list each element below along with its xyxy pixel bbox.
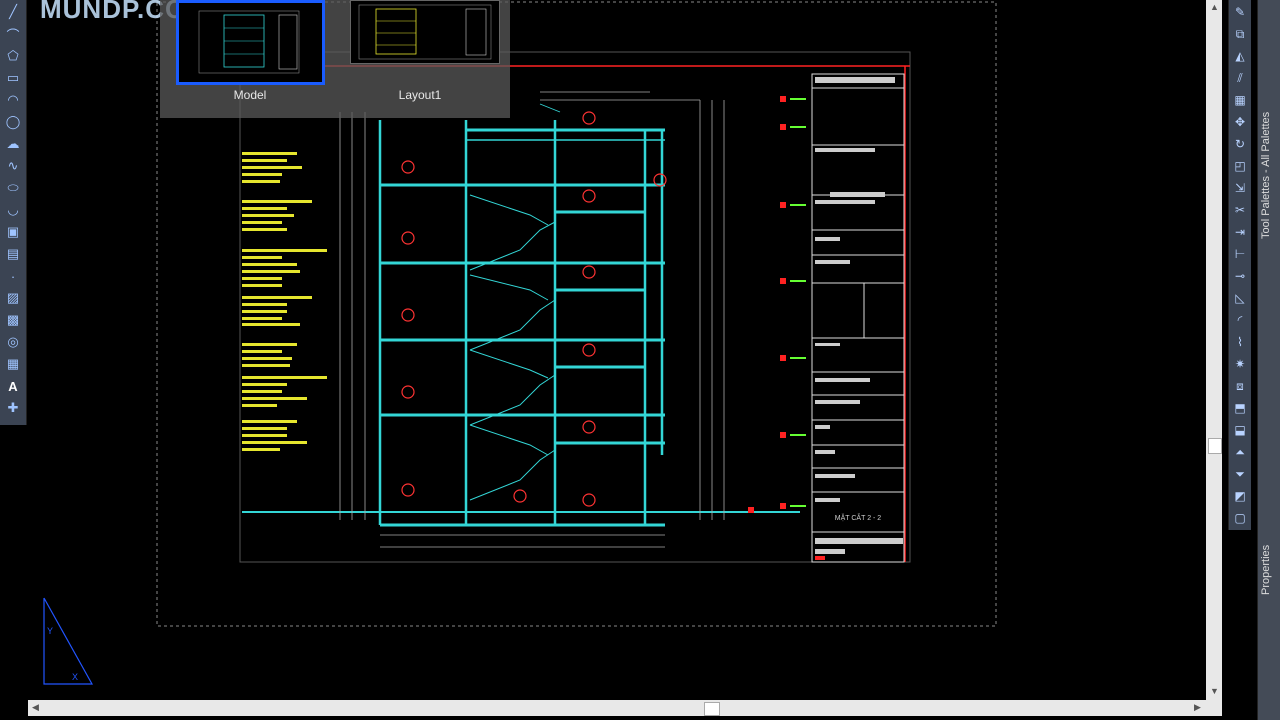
hide-icon[interactable]: ◩ — [1234, 489, 1246, 503]
offset-icon[interactable]: ⫽ — [1237, 70, 1243, 85]
scroll-up-icon[interactable]: ▲ — [1210, 2, 1219, 12]
line-icon[interactable]: ╱ — [9, 4, 17, 19]
bring-front-icon[interactable]: ⬒ — [1234, 401, 1246, 415]
text-icon[interactable]: A — [8, 378, 18, 394]
title-block-caption: MẶT CẮT 2 - 2 — [835, 513, 882, 522]
gradient-icon[interactable]: ▩ — [6, 312, 20, 327]
stretch-icon[interactable]: ⇲ — [1234, 181, 1246, 195]
title-block: MẶT CẮT 2 - 2 — [811, 73, 905, 563]
mirror-icon[interactable]: ◭ — [1235, 49, 1245, 63]
draw-order-icon[interactable]: ⧈ — [1236, 378, 1244, 393]
model-thumbnail[interactable] — [176, 0, 325, 85]
layout1-thumbnail-preview — [358, 4, 492, 60]
break-icon[interactable]: ⊢ — [1234, 247, 1246, 261]
add-selected-icon[interactable]: ✚ — [7, 400, 19, 415]
trim-icon[interactable]: ✂ — [1234, 203, 1246, 217]
dimension-lines — [339, 91, 725, 548]
erase-icon[interactable]: ✎ — [1234, 5, 1246, 19]
vertical-scrollbar[interactable]: ▲ ▼ — [1206, 0, 1222, 700]
region-icon[interactable]: ◎ — [7, 334, 19, 349]
scroll-left-icon[interactable]: ◀ — [32, 702, 39, 712]
sheet-outer-frame — [239, 51, 911, 563]
hatch-icon[interactable]: ▨ — [6, 290, 20, 305]
modify-toolbar: ✎ ⧉ ◭ ⫽ ▦ ✥ ↻ ◰ ⇲ ✂ ⇥ ⊢ ⊸ ◺ ◜ ⌇ ✷ ⧈ ⬒ ⬓ … — [1228, 0, 1251, 530]
layout-thumbnails-panel: Model Layout1 — [160, 0, 510, 118]
vertical-scroll-thumb[interactable] — [1208, 438, 1222, 454]
copy-icon[interactable]: ⧉ — [1235, 26, 1245, 41]
below-icon[interactable]: ⏷ — [1235, 466, 1245, 481]
section-markers — [401, 111, 667, 507]
extend-icon[interactable]: ⇥ — [1234, 225, 1246, 239]
point-icon[interactable]: · — [10, 268, 16, 284]
revision-cloud-icon[interactable]: ☁ — [6, 136, 20, 151]
model-thumbnail-preview — [198, 10, 300, 74]
ellipse-arc-icon[interactable]: ◡ — [7, 202, 19, 217]
annotation-notes — [242, 152, 327, 451]
ucs-icon: Y X — [43, 597, 94, 685]
polygon-icon[interactable]: ⬠ — [7, 48, 19, 63]
polyline-icon[interactable]: ⌒ — [6, 27, 20, 43]
move-icon[interactable]: ✥ — [1234, 115, 1246, 129]
level-markers — [748, 96, 806, 513]
rectangle-icon[interactable]: ▭ — [6, 70, 20, 85]
svg-text:X: X — [72, 672, 78, 682]
blend-icon[interactable]: ⌇ — [1237, 335, 1243, 349]
ellipse-icon[interactable]: ⬭ — [7, 180, 19, 195]
make-block-icon[interactable]: ▤ — [6, 246, 20, 261]
layout1-thumbnail-label[interactable]: Layout1 — [398, 88, 442, 102]
scroll-down-icon[interactable]: ▼ — [1210, 686, 1219, 696]
svg-text:Y: Y — [47, 626, 53, 636]
building-section — [242, 120, 800, 527]
horizontal-scroll-thumb[interactable] — [704, 702, 720, 716]
arc-icon[interactable]: ◠ — [7, 92, 19, 107]
scale-icon[interactable]: ◰ — [1234, 159, 1246, 173]
explode-icon[interactable]: ✷ — [1234, 357, 1246, 371]
draw-toolbar: ╱ ⌒ ⬠ ▭ ◠ ◯ ☁ ∿ ⬭ ◡ ▣ ▤ · ▨ ▩ ◎ ▦ A ✚ — [0, 0, 27, 425]
chamfer-icon[interactable]: ◺ — [1235, 291, 1245, 305]
table-icon[interactable]: ▦ — [6, 356, 20, 371]
send-back-icon[interactable]: ⬓ — [1234, 423, 1246, 437]
array-icon[interactable]: ▦ — [1234, 93, 1246, 107]
horizontal-scrollbar[interactable]: ◀ ▶ — [28, 700, 1222, 716]
rotate-icon[interactable]: ↻ — [1234, 137, 1246, 151]
tool-palettes-title[interactable]: Tool Palettes - All Palettes — [1260, 111, 1272, 239]
wipeout-icon[interactable]: ▢ — [1234, 511, 1246, 525]
above-icon[interactable]: ⏶ — [1235, 444, 1245, 459]
model-thumbnail-label[interactable]: Model — [233, 88, 267, 102]
circle-icon[interactable]: ◯ — [5, 114, 21, 129]
spline-icon[interactable]: ∿ — [7, 158, 19, 173]
fillet-icon[interactable]: ◜ — [1237, 313, 1243, 327]
layout1-thumbnail[interactable] — [350, 0, 500, 64]
properties-palette-title[interactable]: Properties — [1260, 544, 1272, 596]
scroll-right-icon[interactable]: ▶ — [1194, 702, 1201, 712]
palette-strip: Tool Palettes - All Palettes Properties — [1257, 0, 1280, 720]
insert-block-icon[interactable]: ▣ — [6, 224, 20, 239]
join-icon[interactable]: ⊸ — [1234, 269, 1246, 283]
